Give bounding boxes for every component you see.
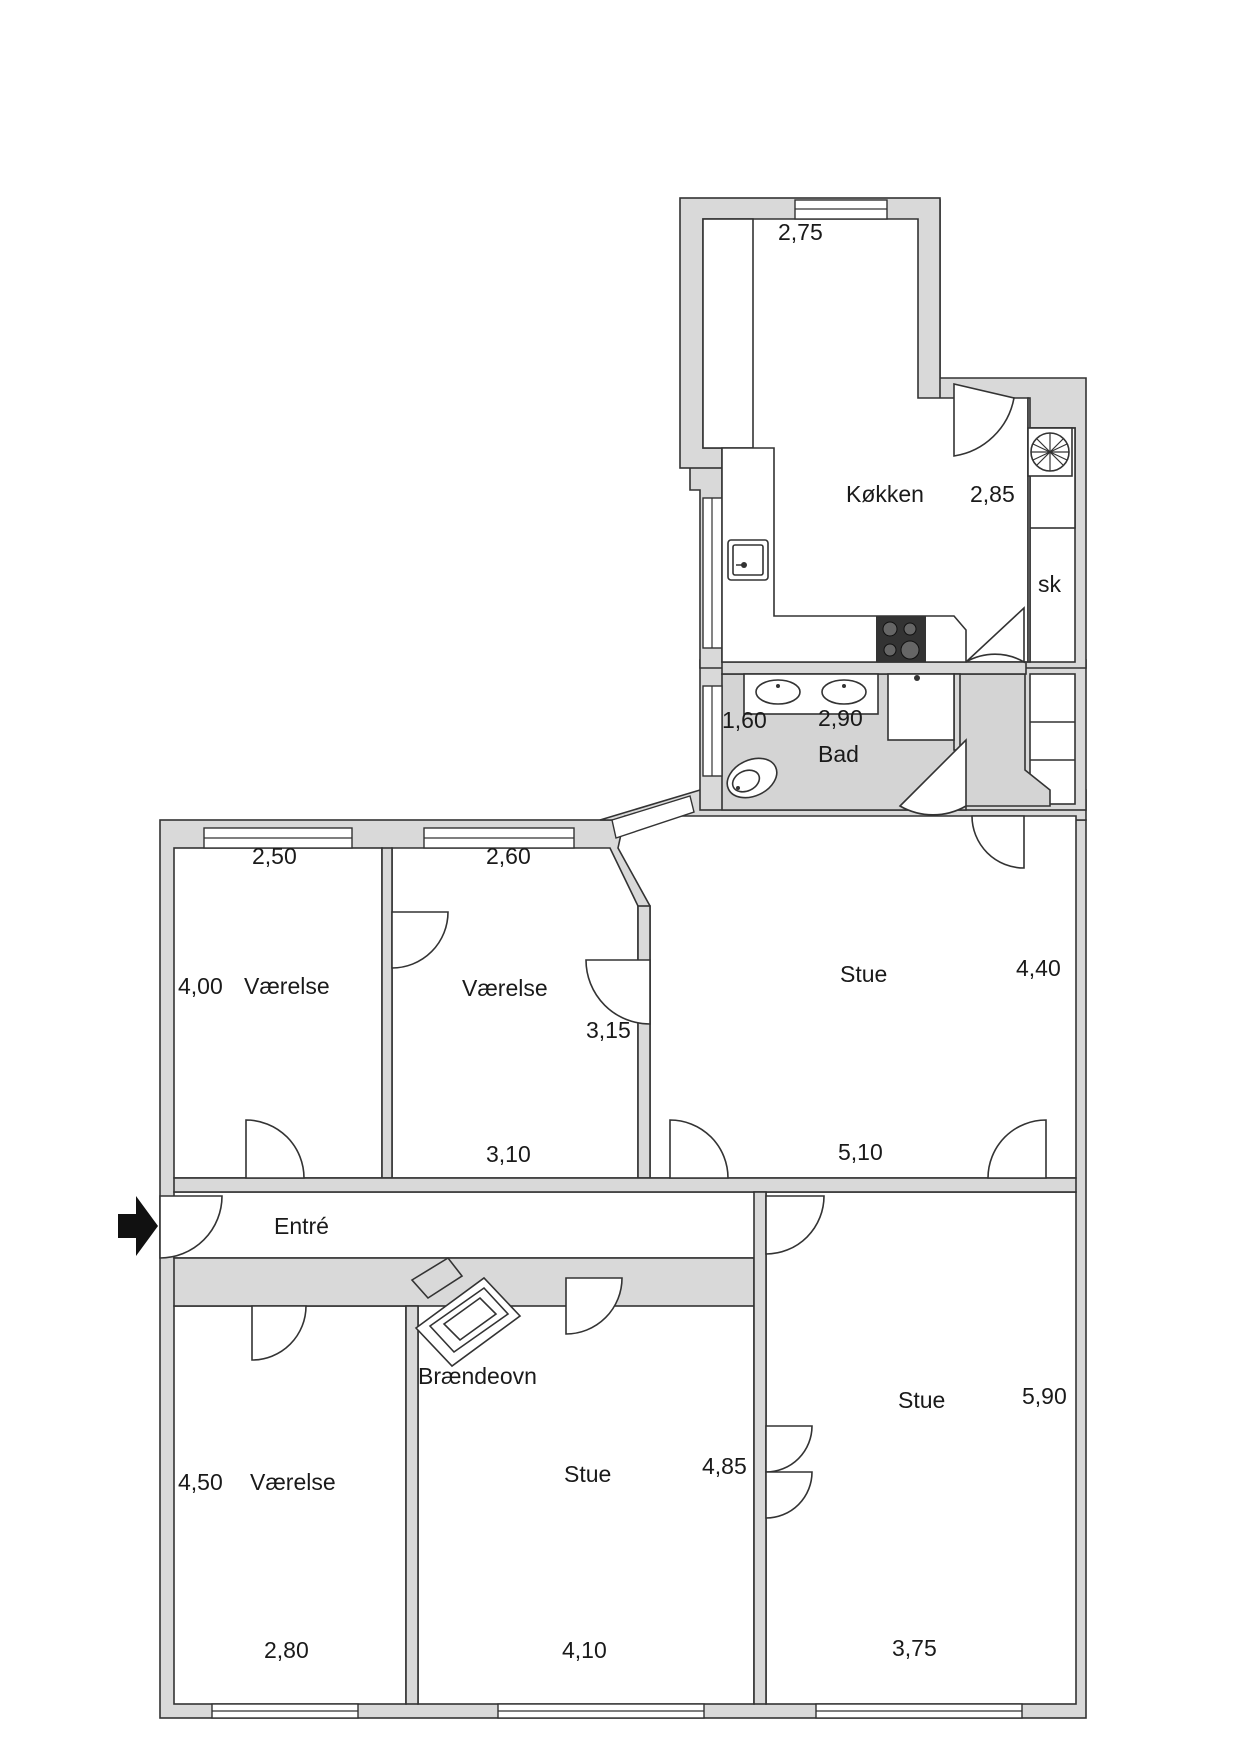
door-room-tl: [391, 911, 449, 969]
living-bottom-right-floor: [765, 1191, 1077, 1705]
dim-living-tr-depth: 4,40: [1016, 955, 1061, 981]
hall-floor: [173, 1191, 761, 1259]
wood-stove-icon: [410, 1256, 522, 1368]
dim-bath-width: 2,90: [818, 705, 863, 731]
door-room-bl: [251, 1305, 307, 1361]
kitchen-counter-l: [721, 447, 967, 663]
window-connector: [611, 795, 695, 839]
label-living-bottom-right: Stue: [898, 1387, 945, 1413]
door-bath: [898, 738, 967, 816]
dim-living-bm-depth: 4,85: [702, 1453, 747, 1479]
label-kitchen: Køkken: [846, 481, 924, 507]
label-room-bottom-left: Værelse: [250, 1469, 336, 1495]
washbasin-icon: [755, 679, 801, 705]
label-room-top-left: Værelse: [244, 973, 330, 999]
entrance-arrow-icon: [118, 1196, 158, 1256]
room-floors: [173, 218, 1077, 1705]
door-living-tr-bottom-left: [669, 1119, 729, 1179]
label-stove: Brændeovn: [418, 1363, 537, 1389]
door-kitchen-strip: [965, 606, 1025, 664]
interior-walls: [173, 397, 1077, 1705]
dim-living-tr-width: 5,10: [838, 1139, 883, 1165]
dimension-labels: 2,75 2,85 1,60 2,90 2,50 4,00 2,60 3,15 …: [178, 219, 1067, 1663]
dim-room-tm-width-bottom: 3,10: [486, 1141, 531, 1167]
dim-bath-depth: 1,60: [722, 707, 767, 733]
door-living-bm: [565, 1277, 623, 1335]
doors: [159, 382, 1047, 1519]
dim-kitchen-width: 2,75: [778, 219, 823, 245]
dim-room-tm-depth: 3,15: [586, 1017, 631, 1043]
door-living-br: [765, 1195, 825, 1255]
cooktop-icon: [876, 616, 926, 662]
door-double-lower: [765, 1471, 813, 1519]
door-entrance: [159, 1195, 223, 1259]
room-top-mid-floor: [391, 847, 639, 1179]
dim-living-br-width: 3,75: [892, 1635, 937, 1661]
kitchen-fittings: [702, 218, 1073, 663]
room-labels: Køkken Bad Stue Værelse Værelse Entré Væ…: [244, 481, 1062, 1495]
label-hall: Entré: [274, 1213, 329, 1239]
windows: [203, 199, 1023, 1719]
room-bottom-left-floor: [173, 1305, 407, 1705]
label-room-top-mid: Værelse: [462, 975, 548, 1001]
door-room-tl-bottom: [245, 1119, 305, 1179]
door-living-tr-bottom-right: [987, 1119, 1047, 1179]
dim-room-tm-width-top: 2,60: [486, 843, 531, 869]
dim-kitchen-depth: 2,85: [970, 481, 1015, 507]
bath-fittings: [726, 673, 955, 799]
door-room-tm: [585, 959, 651, 1025]
label-living-top-right: Stue: [840, 961, 887, 987]
toilet-icon: [726, 757, 778, 799]
dim-living-br-depth: 5,90: [1022, 1383, 1067, 1409]
door-kitchen-top: [953, 382, 1015, 457]
kitchen-counter-left: [702, 218, 754, 449]
dim-room-tl-width: 2,50: [252, 843, 297, 869]
label-cabinet: sk: [1038, 571, 1062, 597]
room-top-left-floor: [173, 847, 383, 1179]
label-bath: Bad: [818, 741, 859, 767]
dim-living-bm-width: 4,10: [562, 1637, 607, 1663]
dim-room-bl-width: 2,80: [264, 1637, 309, 1663]
door-living-tr-top: [971, 815, 1025, 869]
dim-room-tl-depth: 4,00: [178, 973, 223, 999]
label-living-bottom-mid: Stue: [564, 1461, 611, 1487]
dim-room-bl-depth: 4,50: [178, 1469, 223, 1495]
